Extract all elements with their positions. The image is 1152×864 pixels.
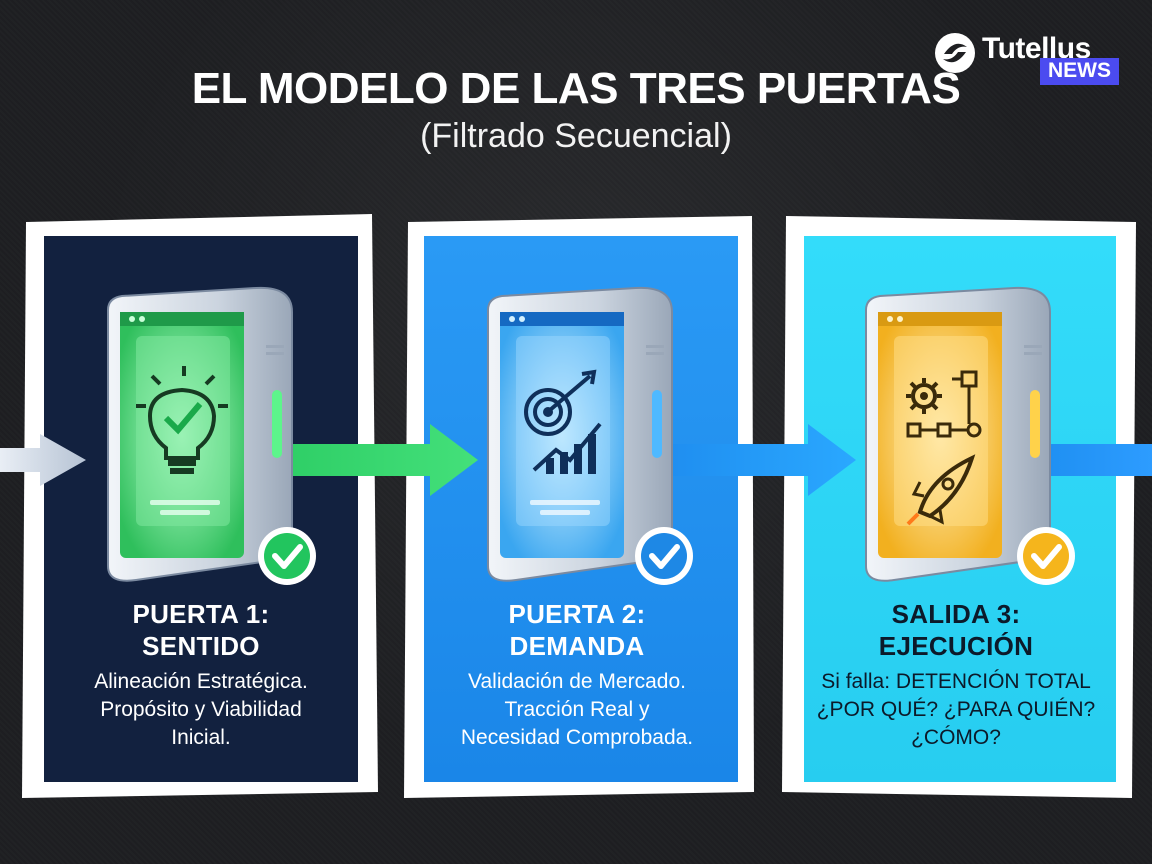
card-1-desc-line: Inicial.: [171, 726, 231, 749]
card-3-desc-line: Si falla: DETENCIÓN TOTAL: [821, 670, 1091, 693]
card-3-desc-line: ¿CÓMO?: [911, 726, 1001, 749]
card-1-desc-line: Alineación Estratégica.: [94, 670, 308, 693]
card-1-text: PUERTA 1: SENTIDO Alineación Estratégica…: [51, 598, 351, 752]
door-1: [107, 286, 293, 582]
card-1-description: Alineación Estratégica. Propósito y Viab…: [51, 668, 351, 752]
check-badge-icon: [258, 527, 316, 585]
arrow-right-icon: [0, 434, 86, 486]
card-2-description: Validación de Mercado. Tracción Real y N…: [427, 668, 727, 752]
lightbulb-check-icon: [136, 366, 228, 474]
check-badge-icon: [635, 527, 693, 585]
card-3-description: Si falla: DETENCIÓN TOTAL ¿POR QUÉ? ¿PAR…: [806, 668, 1106, 752]
card-2-desc-line: Validación de Mercado.: [468, 670, 686, 693]
card-1-desc-line: Propósito y Viabilidad: [100, 698, 302, 721]
check-badge-icon: [1017, 527, 1075, 585]
page-subtitle: (Filtrado Secuencial): [420, 117, 732, 155]
card-1-heading: PUERTA 1: SENTIDO: [51, 598, 351, 662]
card-2-heading: PUERTA 2: DEMANDA: [427, 598, 727, 662]
gear-flow-rocket-icon: [906, 370, 982, 526]
card-1-heading-line2: SENTIDO: [142, 631, 260, 661]
card-3-heading-line1: SALIDA 3:: [891, 599, 1021, 629]
arrow-right-icon: [668, 424, 856, 496]
door-2: [487, 286, 673, 582]
card-2-desc-line: Tracción Real y: [504, 698, 650, 721]
door-3: [865, 286, 1051, 582]
card-2-desc-line: Necesidad Comprobada.: [460, 726, 694, 749]
card-3-text: SALIDA 3: EJECUCIÓN Si falla: DETENCIÓN …: [806, 598, 1106, 752]
arrow-right-icon: [292, 424, 478, 496]
card-3-desc-line: ¿POR QUÉ? ¿PARA QUIÉN?: [816, 698, 1096, 721]
card-2-heading-line2: DEMANDA: [509, 631, 645, 661]
brand-logo-block: Tutellus NEWS: [934, 30, 1144, 105]
news-badge: NEWS: [1040, 58, 1119, 85]
card-2-text: PUERTA 2: DEMANDA Validación de Mercado.…: [427, 598, 727, 752]
target-growth-icon: [524, 369, 602, 474]
tutellus-logo-icon: [935, 33, 975, 73]
card-3-heading: SALIDA 3: EJECUCIÓN: [806, 598, 1106, 662]
card-3-heading-line2: EJECUCIÓN: [878, 631, 1034, 661]
page-title: EL MODELO DE LAS TRES PUERTAS: [191, 64, 961, 113]
arrow-right-icon: [1048, 444, 1152, 476]
card-2-heading-line1: PUERTA 2:: [508, 599, 646, 629]
card-1-heading-line1: PUERTA 1:: [132, 599, 270, 629]
